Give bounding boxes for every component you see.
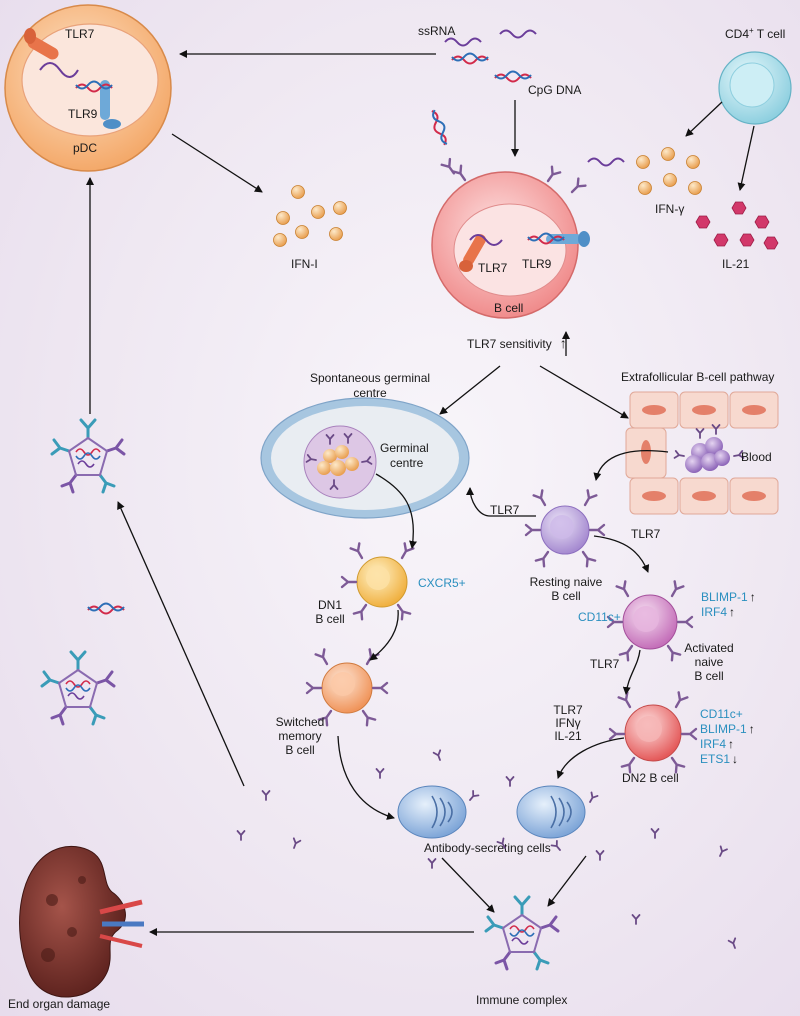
arrow-blood-to-resting bbox=[593, 450, 669, 481]
tlr9-receptor-icon bbox=[100, 80, 121, 129]
b-cell-tlr7-icon bbox=[459, 234, 503, 272]
b-cell-tlr9-label: TLR9 bbox=[522, 257, 552, 271]
antibody-secreting-cells-label: Antibody-secreting cells bbox=[424, 841, 551, 855]
cpg-dna-label: CpG DNA bbox=[528, 83, 581, 97]
arrow-resting-to-activated bbox=[593, 535, 650, 573]
tlr7-sensitivity-label: TLR7 sensitivity↑ bbox=[467, 335, 567, 351]
ifn-gamma-cytokines bbox=[587, 147, 702, 195]
b-cell-label: B cell bbox=[494, 301, 523, 315]
il21-label: IL-21 bbox=[722, 257, 750, 271]
antibody-secreting-cell-1 bbox=[397, 785, 467, 839]
arrow-gc-to-dn1 bbox=[375, 473, 417, 549]
arrow-activated-to-dn2 bbox=[622, 649, 641, 695]
il21-cytokines bbox=[695, 201, 779, 250]
cd4-t-cell-label: CD4+ T cell bbox=[725, 26, 785, 41]
arrow-asc2-to-complex bbox=[547, 855, 587, 907]
blood-vessel bbox=[625, 391, 779, 515]
arrow-resting-to-gc bbox=[466, 487, 536, 517]
activated-cd11c-label: CD11c+ bbox=[578, 610, 621, 624]
ifn-i-label: IFN-I bbox=[291, 257, 318, 271]
b-cell-tlr9-icon bbox=[527, 231, 590, 247]
arrow-tcell-to-ifn-gamma bbox=[685, 101, 723, 137]
arrow-dn1-to-switched bbox=[369, 609, 399, 661]
tlr7-to-dn2-label: TLR7 bbox=[590, 657, 620, 671]
ifn-gamma-label: IFN-γ bbox=[655, 202, 684, 216]
b-cell-tlr7-label: TLR7 bbox=[478, 261, 508, 275]
tlr7-to-activated-label: TLR7 bbox=[631, 527, 661, 541]
arrow-complex-to-left-upper bbox=[117, 501, 245, 787]
arrow-bcell-to-gc bbox=[439, 365, 501, 415]
tlr7-to-gc-label: TLR7 bbox=[490, 503, 520, 517]
resting-naive-b-cell bbox=[524, 489, 606, 568]
antibody-secreting-cell-2 bbox=[516, 785, 586, 839]
dn2-irf4-label: IRF4↑ bbox=[700, 737, 734, 751]
pdc-tlr7-label: TLR7 bbox=[65, 27, 95, 41]
dn1-cxcr5-label: CXCR5+ bbox=[418, 576, 466, 590]
activated-irf4-label: IRF4↑ bbox=[701, 605, 735, 619]
ssrna-strand-icon bbox=[39, 62, 79, 78]
pdc-cell: TLR7 TLR9 pDC bbox=[4, 4, 172, 172]
dn2-blimp1-label: BLIMP-1↑ bbox=[700, 722, 755, 736]
pathway-arrows bbox=[86, 50, 755, 936]
tlr7-receptor-icon bbox=[24, 28, 59, 60]
arrow-dn2-to-asc bbox=[556, 737, 625, 779]
immune-complex-left-upper bbox=[50, 418, 126, 494]
pdc-tlr9-label: TLR9 bbox=[68, 107, 98, 121]
immune-complex-left-lower bbox=[40, 650, 116, 726]
b-cell bbox=[427, 107, 590, 319]
immune-complex-label: Immune complex bbox=[476, 993, 567, 1007]
extrafollicular-title: Extrafollicular B-cell pathway bbox=[621, 370, 774, 384]
germinal-centre-follicle bbox=[260, 397, 470, 519]
arrow-bcell-to-extrafollicular bbox=[539, 365, 629, 419]
ssrna-label: ssRNA bbox=[418, 24, 455, 38]
kidney-icon bbox=[19, 845, 144, 998]
dn1-b-cell bbox=[340, 542, 415, 621]
immune-complex-bottom bbox=[484, 895, 560, 971]
ssrna-ligands bbox=[444, 29, 537, 83]
dn2-b-cell-label: DN2 B cell bbox=[622, 771, 679, 785]
pdc-label: pDC bbox=[73, 141, 97, 155]
arrow-tcell-to-il21 bbox=[737, 125, 755, 191]
ifn-i-cytokines bbox=[273, 185, 347, 247]
gc-b-cell-cluster bbox=[305, 433, 373, 490]
cd4-t-cell bbox=[718, 51, 792, 125]
extrafollicular-b-cell-cluster bbox=[673, 424, 745, 473]
blood-label: Blood bbox=[741, 450, 772, 464]
activated-naive-b-cell bbox=[606, 580, 694, 662]
end-organ-damage-label: End organ damage bbox=[8, 997, 110, 1011]
dna-fragment bbox=[87, 602, 125, 615]
arrow-asc1-to-complex bbox=[441, 857, 495, 913]
dn2-ets1-label: ETS1↓ bbox=[700, 752, 738, 766]
arrow-switched-to-asc bbox=[337, 735, 395, 820]
dn2-b-cell bbox=[608, 691, 698, 774]
switched-memory-b-cell bbox=[305, 648, 389, 727]
dn2-cd11c-label: CD11c+ bbox=[700, 707, 743, 721]
activated-blimp1-label: BLIMP-1↑ bbox=[701, 590, 756, 604]
arrow-pdc-to-ifn-i bbox=[171, 133, 263, 193]
